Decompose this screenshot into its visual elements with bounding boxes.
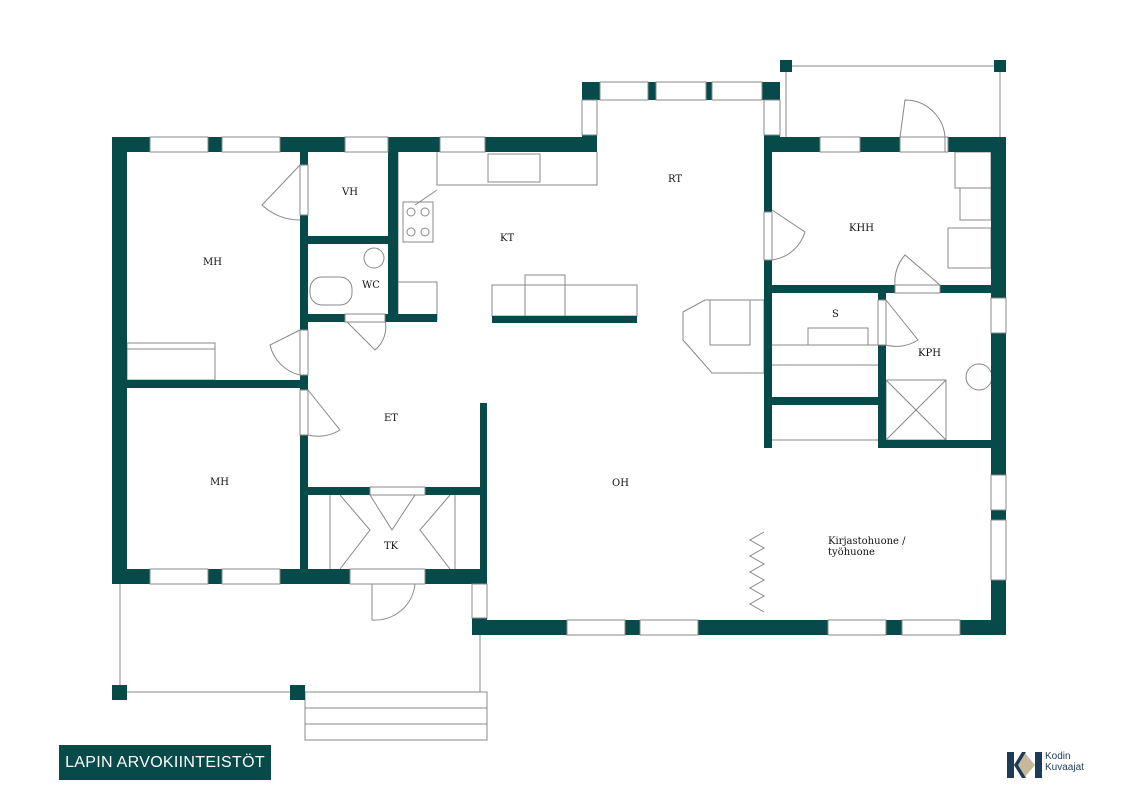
- room-label-tyohuone: työhuone: [828, 547, 875, 558]
- photographer-logo-line2: Kuvaajat: [1045, 762, 1084, 773]
- walls: [112, 60, 1006, 700]
- kodin-kuvaajat-logo-icon: [1007, 752, 1042, 778]
- room-label-mh: MH: [203, 257, 222, 268]
- room-label-mh-2: MH: [210, 477, 229, 488]
- room-label-kirjasto: Kirjastohuone /: [828, 536, 906, 547]
- room-label-khh: KHH: [849, 223, 874, 234]
- room-label-et: ET: [384, 413, 398, 424]
- room-label-rt: RT: [668, 174, 682, 185]
- windows: [149, 81, 1007, 636]
- agency-logo: LAPIN ARVOKIINTEISTÖT: [59, 745, 271, 780]
- room-label-s: S: [832, 309, 839, 320]
- photographer-logo-line1: Kodin: [1045, 751, 1071, 762]
- room-label-oh: OH: [612, 478, 629, 489]
- photographer-logo: Kodin Kuvaajat: [1007, 751, 1084, 773]
- room-label-wc: WC: [362, 280, 380, 291]
- room-label-kph: KPH: [918, 348, 941, 359]
- room-label-vh: VH: [341, 187, 358, 198]
- room-label-tk: TK: [384, 541, 399, 552]
- room-label-kt: KT: [500, 233, 514, 244]
